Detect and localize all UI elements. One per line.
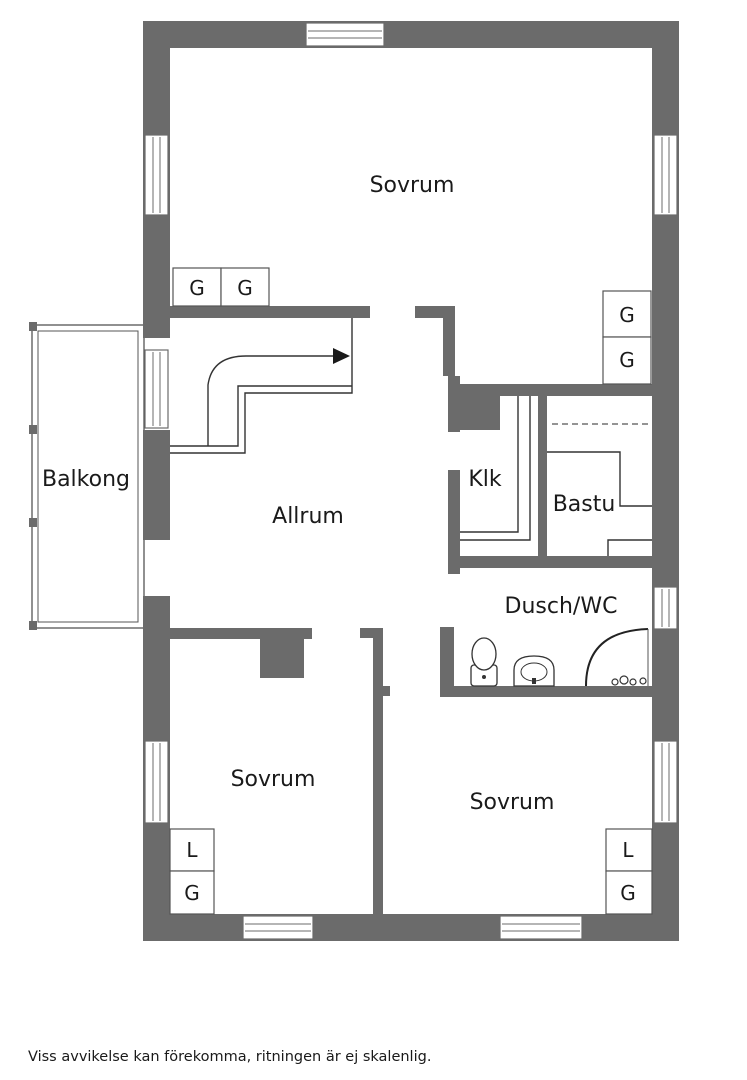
svg-text:G: G (189, 276, 205, 300)
window-left-lower (144, 740, 169, 824)
staircase (170, 318, 353, 454)
window-bottom-right (499, 915, 583, 940)
window-top (305, 22, 385, 47)
svg-text:G: G (620, 881, 636, 905)
window-right-upper (653, 134, 678, 216)
room-labels: Sovrum Balkong Allrum Klk Bastu Dusch/WC… (42, 173, 617, 815)
room-label-dusch-wc: Dusch/WC (505, 594, 618, 619)
interior-walls (170, 306, 652, 914)
closet-bottom-right-1: L (605, 828, 653, 872)
closet-bottom-right-2: G (605, 870, 653, 915)
room-label-sovrum-bottom-right: Sovrum (470, 790, 555, 815)
room-label-sovrum-bottom-left: Sovrum (231, 767, 316, 792)
exterior-walls (143, 21, 679, 941)
sink-icon (513, 655, 555, 687)
svg-text:G: G (619, 303, 635, 327)
stair-direction-arrow (333, 348, 350, 364)
closet-top-left-1: G (172, 267, 222, 307)
window-left-balcony (144, 349, 169, 429)
closet-bottom-left-1: L (169, 828, 215, 872)
closet-bottom-left-2: G (169, 870, 215, 915)
disclaimer-footnote: Viss avvikelse kan förekomma, ritningen … (28, 1049, 432, 1065)
closet-top-right-2: G (602, 336, 652, 385)
room-label-balkong: Balkong (42, 467, 130, 492)
window-left-upper (144, 134, 169, 216)
bathroom-fixtures (470, 628, 649, 687)
shower-icon (585, 628, 649, 687)
svg-text:G: G (184, 881, 200, 905)
window-right-lower (653, 740, 678, 824)
room-label-bastu: Bastu (553, 492, 616, 517)
balcony-outline (29, 322, 145, 630)
room-label-allrum: Allrum (272, 504, 344, 529)
room-label-klk: Klk (468, 467, 502, 492)
closet-top-left-2: G (220, 267, 270, 307)
kitchen-counter (460, 396, 531, 541)
svg-text:L: L (186, 838, 198, 862)
window-right-bath (653, 586, 678, 630)
window-bottom-left (242, 915, 314, 940)
sauna-fixtures (547, 423, 652, 556)
toilet-icon (470, 637, 498, 687)
svg-text:G: G (237, 276, 253, 300)
room-label-sovrum-top: Sovrum (370, 173, 455, 198)
closets: G G G G L G L G (169, 267, 653, 915)
closet-top-right-1: G (602, 290, 652, 338)
svg-text:G: G (619, 348, 635, 372)
windows (144, 22, 678, 940)
svg-text:L: L (622, 838, 634, 862)
